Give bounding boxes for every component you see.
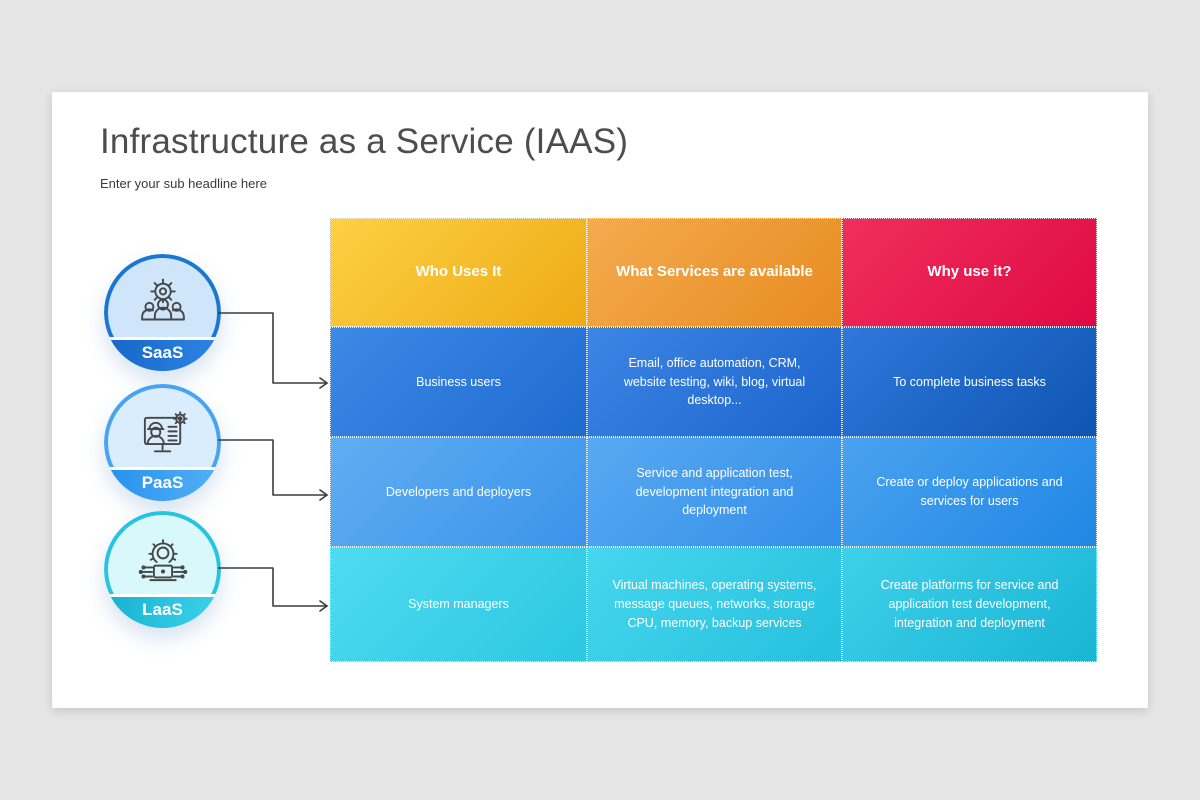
header-why-use-it: Why use it? [842, 218, 1097, 327]
cell-paas-services: Service and application test, developmen… [587, 437, 842, 547]
developer-monitor-icon [134, 406, 192, 464]
cell-paas-why: Create or deploy applications and servic… [842, 437, 1097, 547]
laas-label-band: LaaS [104, 594, 221, 628]
category-laas: LaaS [104, 511, 221, 628]
laas-arrow [218, 567, 326, 607]
cell-laas-who: System managers [330, 547, 587, 662]
cell-saas-why: To complete business tasks [842, 327, 1097, 437]
header-what-services: What Services are available [587, 218, 842, 327]
paas-label-band: PaaS [104, 467, 221, 501]
category-label: PaaS [141, 472, 184, 492]
category-label: SaaS [141, 342, 184, 362]
cell-paas-who: Developers and deployers [330, 437, 587, 547]
cell-saas-services: Email, office automation, CRM, website t… [587, 327, 842, 437]
header-who-uses-it: Who Uses It [330, 218, 587, 327]
cell-saas-who: Business users [330, 327, 587, 437]
paas-arrow [218, 439, 326, 496]
comparison-table: Who Uses It What Services are available … [330, 218, 1097, 662]
cell-laas-why: Create platforms for service and applica… [842, 547, 1097, 662]
page-subtitle: Enter your sub headline here [100, 176, 267, 191]
cell-laas-services: Virtual machines, operating systems, mes… [587, 547, 842, 662]
saas-label-band: SaaS [104, 337, 221, 371]
slide-canvas: Infrastructure as a Service (IAAS) Enter… [52, 92, 1148, 708]
engineer-laptop-icon [134, 533, 192, 591]
category-paas: PaaS [104, 384, 221, 501]
category-saas: SaaS [104, 254, 221, 371]
page-title: Infrastructure as a Service (IAAS) [100, 122, 629, 161]
connector-arrows [218, 312, 329, 612]
category-label: LaaS [142, 599, 183, 619]
saas-arrow [218, 312, 326, 384]
team-gear-icon [134, 276, 192, 334]
